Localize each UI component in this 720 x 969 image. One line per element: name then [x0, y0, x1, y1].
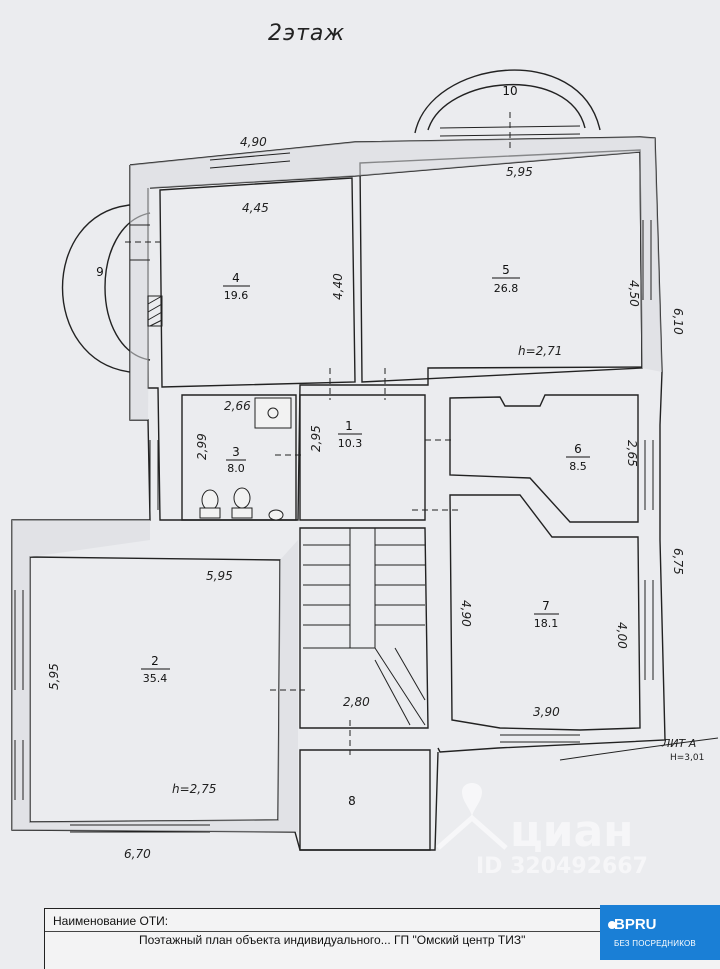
- dim-right-upper: 6,10: [671, 308, 685, 335]
- dim-room4-depth: 4,40: [331, 273, 345, 300]
- room-4-area: 19.6: [224, 289, 249, 302]
- house-roof-icon: [436, 814, 508, 850]
- dim-room2-height: h=2,75: [172, 782, 216, 796]
- room-2-area: 35.4: [143, 672, 168, 685]
- room-8-number: 8: [348, 794, 356, 808]
- room-1-number: 1: [345, 419, 353, 433]
- shower-tray: [254, 397, 292, 429]
- room-3-area: 8.0: [227, 462, 245, 475]
- dim-bottom-left: 6,70: [124, 847, 151, 861]
- dim-room5-depth: 4,50: [627, 280, 641, 307]
- hatched-column: [147, 295, 163, 327]
- people-icon: [608, 921, 616, 929]
- room-labels: 1 10.3 2 35.4 3 8.0 4 19.6 5 26.8 6 8.5 …: [96, 84, 590, 808]
- room-6-number: 6: [574, 442, 582, 456]
- dimension-labels: 4,90 5,95 4,45 4,40 4,50 6,10 h=2,71 2,6…: [47, 135, 685, 861]
- dim-bay10: 5,95: [506, 165, 533, 179]
- dim-stair-width: 2,80: [343, 695, 370, 709]
- title-block-label: Наименование ОТИ:: [53, 914, 169, 928]
- dim-right-lower: 6,75: [671, 548, 685, 575]
- lit-marker: ЛИТ А Н=3,01: [559, 737, 719, 763]
- wall-fill: [12, 137, 662, 832]
- dim-room5-height: h=2,71: [518, 344, 562, 358]
- dim-top-left-wall: 4,90: [240, 135, 267, 149]
- lit-label: ЛИТ А: [661, 737, 696, 750]
- title-block-row: Наименование ОТИ:: [45, 909, 720, 932]
- room-6-area: 8.5: [569, 460, 587, 473]
- toilet-icon: [201, 489, 219, 511]
- dim-room6-depth: 2,65: [625, 440, 639, 467]
- dim-room3-depth: 2,99: [195, 433, 209, 460]
- dim-room1-depth: 2,95: [309, 425, 323, 452]
- watermark-id: ID 320492667: [476, 854, 648, 879]
- title-block-value: Поэтажный план объекта индивидуального..…: [139, 933, 526, 947]
- room-1-area: 10.3: [338, 437, 363, 450]
- room-5-area: 26.8: [494, 282, 519, 295]
- floor-title: 2этаж: [268, 21, 345, 46]
- room-5-number: 5: [502, 263, 510, 277]
- room-9-number: 9: [96, 265, 104, 279]
- door-markers: [125, 112, 511, 755]
- room-3-number: 3: [232, 445, 240, 459]
- room-4-number: 4: [232, 271, 240, 285]
- dim-room7-right: 4,00: [615, 622, 629, 649]
- watermark-brand: циан: [510, 806, 634, 857]
- bpru-badge[interactable]: BPRU БЕЗ ПОСРЕДНИКОВ: [600, 905, 720, 960]
- dim-room2-depth: 5,95: [47, 663, 61, 690]
- watermark: циан ID 320492667: [436, 783, 648, 879]
- location-pin-icon: [462, 783, 482, 818]
- room-7-area: 18.1: [534, 617, 559, 630]
- dim-room3-width: 2,66: [224, 399, 251, 413]
- room-7-number: 7: [542, 599, 550, 613]
- dim-room2-width: 5,95: [206, 569, 233, 583]
- sink-icon: [268, 509, 284, 521]
- bpru-logo: BPRU: [614, 916, 657, 933]
- room-2-number: 2: [151, 654, 159, 668]
- sanitary-fixtures: [199, 397, 292, 521]
- dim-room7-left: 4,90: [459, 600, 473, 627]
- dim-room4-width: 4,45: [242, 201, 269, 215]
- bpru-tagline: БЕЗ ПОСРЕДНИКОВ: [614, 939, 696, 948]
- windows: [14, 125, 654, 833]
- dim-room7-width: 3,90: [533, 705, 560, 719]
- lit-height: Н=3,01: [670, 753, 704, 763]
- room-10-number: 10: [502, 84, 517, 98]
- staircase: [303, 528, 426, 726]
- bidet-icon: [233, 487, 251, 509]
